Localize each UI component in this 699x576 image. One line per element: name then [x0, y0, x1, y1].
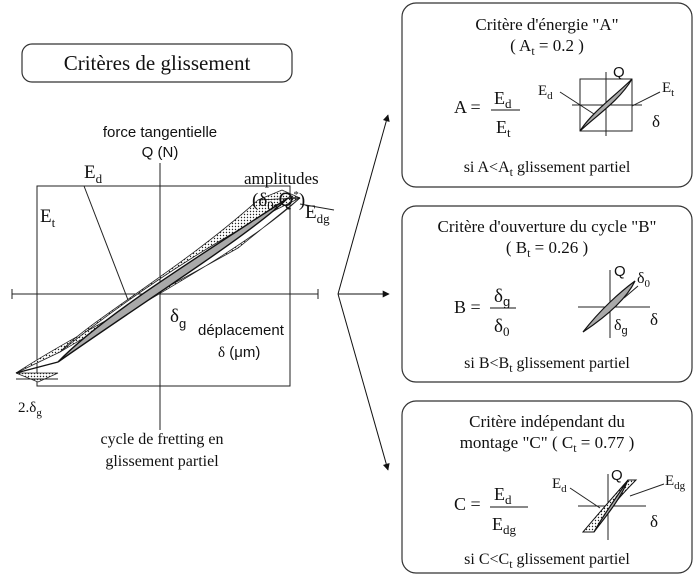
- criterion-a-condition: si A<At glissement partiel: [464, 159, 631, 179]
- cycle-caption-line2: glissement partiel: [105, 453, 219, 470]
- criterion-b-panel: Critère d'ouverture du cycle "B" ( Bt = …: [401, 205, 693, 383]
- amplitudes-label: amplitudes: [244, 169, 319, 188]
- delta-g-label: δg: [170, 306, 186, 331]
- edg-region-bottom: [15, 372, 59, 383]
- criterion-c-threshold: montage "C" ( Ct = 0.77 ): [460, 433, 635, 455]
- criterion-b-condition: si B<Bt glissement partiel: [464, 355, 630, 375]
- criterion-a-threshold: ( At = 0.2 ): [510, 36, 584, 58]
- arrow-to-criterion-c: [337, 293, 390, 471]
- criterion-c-icon: Q Ed Edg δ: [552, 467, 686, 540]
- criterion-b-delta-label: δ: [650, 310, 658, 329]
- criterion-a-lhs: A =: [454, 97, 481, 117]
- two-delta-g-label: 2.δg: [18, 400, 42, 419]
- x-axis-unit: δ (μm): [218, 344, 260, 361]
- edg-leader-line: [299, 203, 335, 211]
- criterion-a-title: Critère d'énergie "A": [475, 15, 618, 34]
- ed-label: Ed: [84, 162, 103, 186]
- criterion-b-q-label: Q: [614, 263, 626, 280]
- y-axis-label: force tangentielle: [103, 124, 217, 141]
- criterion-a-delta-label: δ: [652, 112, 660, 131]
- criterion-a-panel: Critère d'énergie "A" ( At = 0.2 ) A = E…: [401, 2, 693, 188]
- y-axis-unit: Q (N): [142, 144, 179, 161]
- criterion-b-icon: Q δ0 δg δ: [578, 263, 658, 338]
- x-axis-label: déplacement: [198, 322, 285, 339]
- criterion-a-icon: Q Ed Et δ: [538, 64, 674, 136]
- criterion-b-threshold: ( Bt = 0.26 ): [506, 238, 588, 260]
- criteria-arrows: [337, 114, 390, 471]
- criterion-c-q-label: Q: [611, 467, 623, 484]
- criterion-c-lhs: C =: [454, 494, 481, 514]
- arrow-to-criterion-a: [337, 114, 390, 295]
- cycle-bounding-box: [36, 185, 291, 387]
- criterion-c-title: Critère indépendant du: [469, 412, 625, 431]
- title-box: Critères de glissement: [21, 43, 293, 83]
- criterion-c-condition: si C<Ct glissement partiel: [464, 551, 630, 571]
- criterion-b-title: Critère d'ouverture du cycle "B": [438, 217, 657, 236]
- et-label: Et: [40, 206, 56, 230]
- criterion-a-q-label: Q: [613, 64, 625, 81]
- criterion-c-panel: Critère indépendant du montage "C" ( Ct …: [401, 400, 693, 574]
- ed-leader-line: [83, 185, 129, 301]
- diagram-title: Critères de glissement: [64, 51, 251, 75]
- cycle-caption-line1: cycle de fretting en: [100, 431, 223, 448]
- criterion-b-lhs: B =: [454, 297, 481, 317]
- criterion-c-delta-label: δ: [650, 512, 658, 531]
- edg-label: Edg: [305, 202, 330, 226]
- main-cycle-plot: force tangentielle Q (N) Ed Et Edg ampli…: [11, 124, 335, 470]
